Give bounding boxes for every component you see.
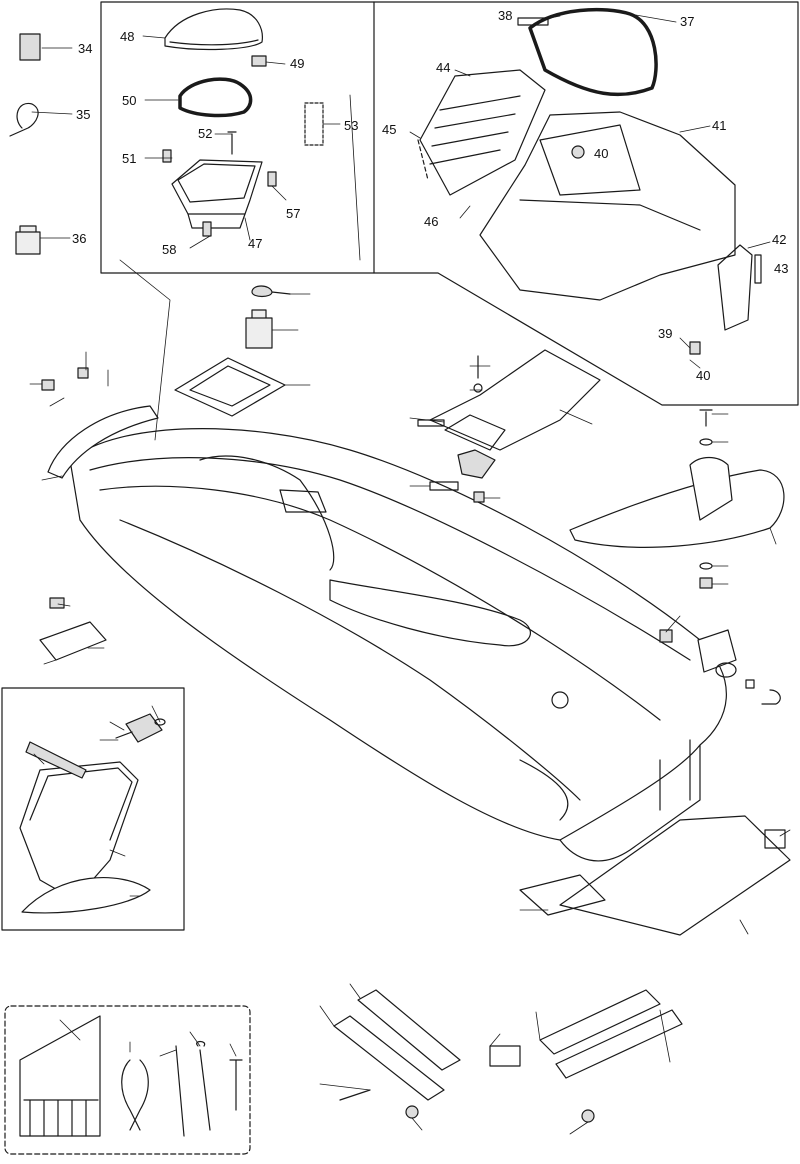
callout-42: 37 <box>680 14 694 29</box>
hose-clamp-38 <box>9 102 39 137</box>
callout-38: 35 <box>76 107 90 122</box>
latch-63 <box>125 713 163 743</box>
vent-decal <box>754 254 762 284</box>
console-decal <box>517 17 549 26</box>
wrench-69 <box>196 1040 211 1131</box>
washer-12b <box>699 562 713 570</box>
glove-box-tray <box>171 159 263 229</box>
bumper-24 <box>47 405 159 479</box>
rail-28 <box>357 989 461 1071</box>
nut-27 <box>41 379 55 391</box>
latch-15 <box>457 449 496 479</box>
storage-inset-frame <box>100 1 375 274</box>
callout-40a: 36 <box>72 231 86 246</box>
washer-65 <box>154 718 166 726</box>
console-inset-frame <box>373 1 799 406</box>
storage-bin-60 <box>19 761 139 901</box>
pliers-68 <box>121 1059 149 1131</box>
filler-neck-40 <box>15 225 41 255</box>
callout-44: 39 <box>658 326 672 341</box>
leader-lines <box>29 13 791 1135</box>
callout-45: 40 <box>696 368 710 383</box>
storage-bracket-14 <box>429 349 601 451</box>
callout-49: 43 <box>774 261 788 276</box>
screw <box>227 131 237 155</box>
decal <box>304 102 324 146</box>
callout-57b: 57 <box>286 206 300 221</box>
callout-57a: 51 <box>122 151 136 166</box>
callout-37: 34 <box>78 41 92 56</box>
gasket-39 <box>174 357 286 417</box>
console-bolt <box>417 139 429 181</box>
rail-30 <box>333 1015 445 1101</box>
gasket-6 <box>715 662 737 678</box>
seal-61 <box>21 876 151 914</box>
callout-55: 49 <box>290 56 304 71</box>
pad-3 <box>764 829 786 849</box>
washer-5 <box>745 679 755 689</box>
callout-53: 47 <box>248 236 262 251</box>
glove-box-lid <box>164 8 263 51</box>
callout-58: 52 <box>198 126 212 141</box>
callout-56: 50 <box>122 93 136 108</box>
console-cap <box>571 145 585 159</box>
lid-seal <box>178 77 253 118</box>
screwdriver-71 <box>175 1045 185 1137</box>
clip-23 <box>49 597 65 609</box>
rail-33 <box>555 1009 683 1079</box>
mat-1 <box>559 815 791 936</box>
washer-20 <box>473 383 483 393</box>
callout-59: 53 <box>344 118 358 133</box>
strap-62 <box>25 741 87 779</box>
screw-64 <box>115 731 133 739</box>
vent-grille <box>717 244 753 331</box>
callout-46: 40 <box>594 146 608 161</box>
spark-wrench-70 <box>229 1059 243 1111</box>
console-seal <box>528 7 658 97</box>
plug-36b <box>581 1109 595 1123</box>
bin-inset-frame <box>1 687 185 931</box>
callout-48: 42 <box>772 232 786 247</box>
console-grille <box>419 69 546 196</box>
callout-labels: 48 49 50 52 53 51 57 58 47 38 37 44 45 4… <box>72 8 788 383</box>
tool-pouch-67 <box>19 1015 101 1137</box>
lid-latch <box>251 55 267 67</box>
callout-57c: 58 <box>162 242 176 257</box>
fuel-cap-41 <box>251 285 291 298</box>
callout-50: 44 <box>436 60 450 75</box>
clip-26 <box>77 367 89 379</box>
plate-22 <box>39 621 107 661</box>
rivet-29 <box>339 1089 371 1101</box>
plug-36a <box>405 1105 419 1119</box>
tie-ring-4 <box>761 689 781 705</box>
plate-8 <box>697 629 737 673</box>
clip-44 <box>689 341 701 355</box>
callout-54: 48 <box>120 29 134 44</box>
callout-43: 38 <box>498 8 512 23</box>
bracket-34 <box>489 1045 521 1067</box>
callout-52: 46 <box>424 214 438 229</box>
callout-47: 41 <box>712 118 726 133</box>
callout-51: 45 <box>382 122 396 137</box>
toolkit-frame <box>4 1005 251 1155</box>
rear-step-10 <box>569 456 785 548</box>
upper-console <box>479 111 736 301</box>
washer-12 <box>699 438 713 446</box>
mat-2 <box>519 874 606 916</box>
nut-16 <box>473 491 485 503</box>
decal-18 <box>417 419 445 427</box>
filler-neck-40b <box>245 309 273 349</box>
grommet-37 <box>19 33 41 61</box>
bolt-11 <box>699 409 713 427</box>
rail-31 <box>539 989 661 1055</box>
nut-13 <box>699 577 713 589</box>
hull <box>69 428 727 862</box>
